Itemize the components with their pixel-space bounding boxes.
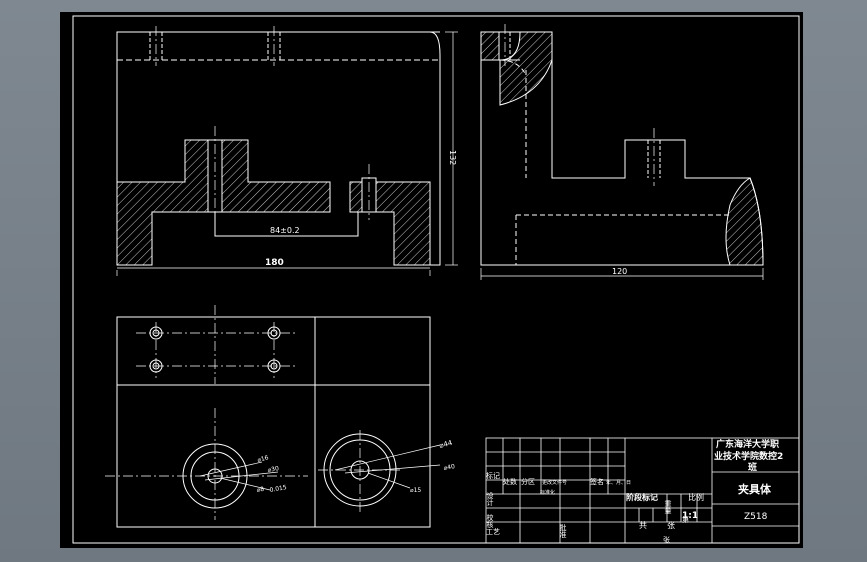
mark-label: 标记: [486, 471, 500, 480]
school-line2: 业技术学院数控2: [714, 450, 783, 462]
part-name: 夹具体: [738, 482, 772, 496]
process-label: 工艺: [486, 528, 500, 536]
sheet-no-label: 第: [682, 515, 689, 524]
sheets-label: 张: [667, 521, 675, 530]
sheet-label2: 张: [663, 535, 670, 544]
weight-label: 重量: [664, 500, 672, 514]
sign-label: 签名: [590, 477, 604, 486]
change-doc-label: 更改文件号: [542, 479, 567, 486]
dim-180: 180: [265, 258, 284, 268]
dim-dia16: ⌀16: [257, 454, 270, 464]
check-label: 校核: [486, 513, 494, 529]
dim-dia40: ⌀40: [443, 463, 455, 472]
zone-label: 分区: [521, 477, 535, 486]
zones-label: 处数: [503, 477, 517, 486]
title-block: [485, 437, 800, 544]
design-label: 设计: [486, 491, 494, 507]
sheet-border: [72, 15, 800, 544]
dim-132: 132: [448, 150, 457, 165]
dim-dia30: ⌀30: [267, 465, 279, 474]
side-view: [480, 24, 764, 280]
scale-value: 1:1: [682, 511, 698, 521]
scale-label: 比例: [688, 492, 704, 502]
school-line3: 班: [748, 461, 757, 473]
dim-84: 84±0.2: [270, 226, 300, 235]
total-label: 共: [639, 521, 647, 530]
dim-tol: 0.015: [269, 484, 287, 494]
dim-dia15: ⌀15: [410, 487, 421, 494]
front-view: [116, 26, 458, 276]
dim-dia8: ⌀8: [256, 486, 265, 494]
std-label: 标准化: [540, 489, 555, 496]
top-view: [105, 305, 441, 528]
drawing-number: Z518: [744, 512, 768, 522]
school-line1: 广东海洋大学职: [716, 438, 779, 450]
dim-dia44: ⌀44: [438, 439, 453, 450]
date-label: 年、月、日: [606, 479, 631, 486]
approve-label: 批准: [559, 523, 567, 539]
stage-label: 阶段标记: [626, 492, 658, 502]
dim-120: 120: [612, 267, 627, 276]
drawing-background: [60, 12, 803, 548]
